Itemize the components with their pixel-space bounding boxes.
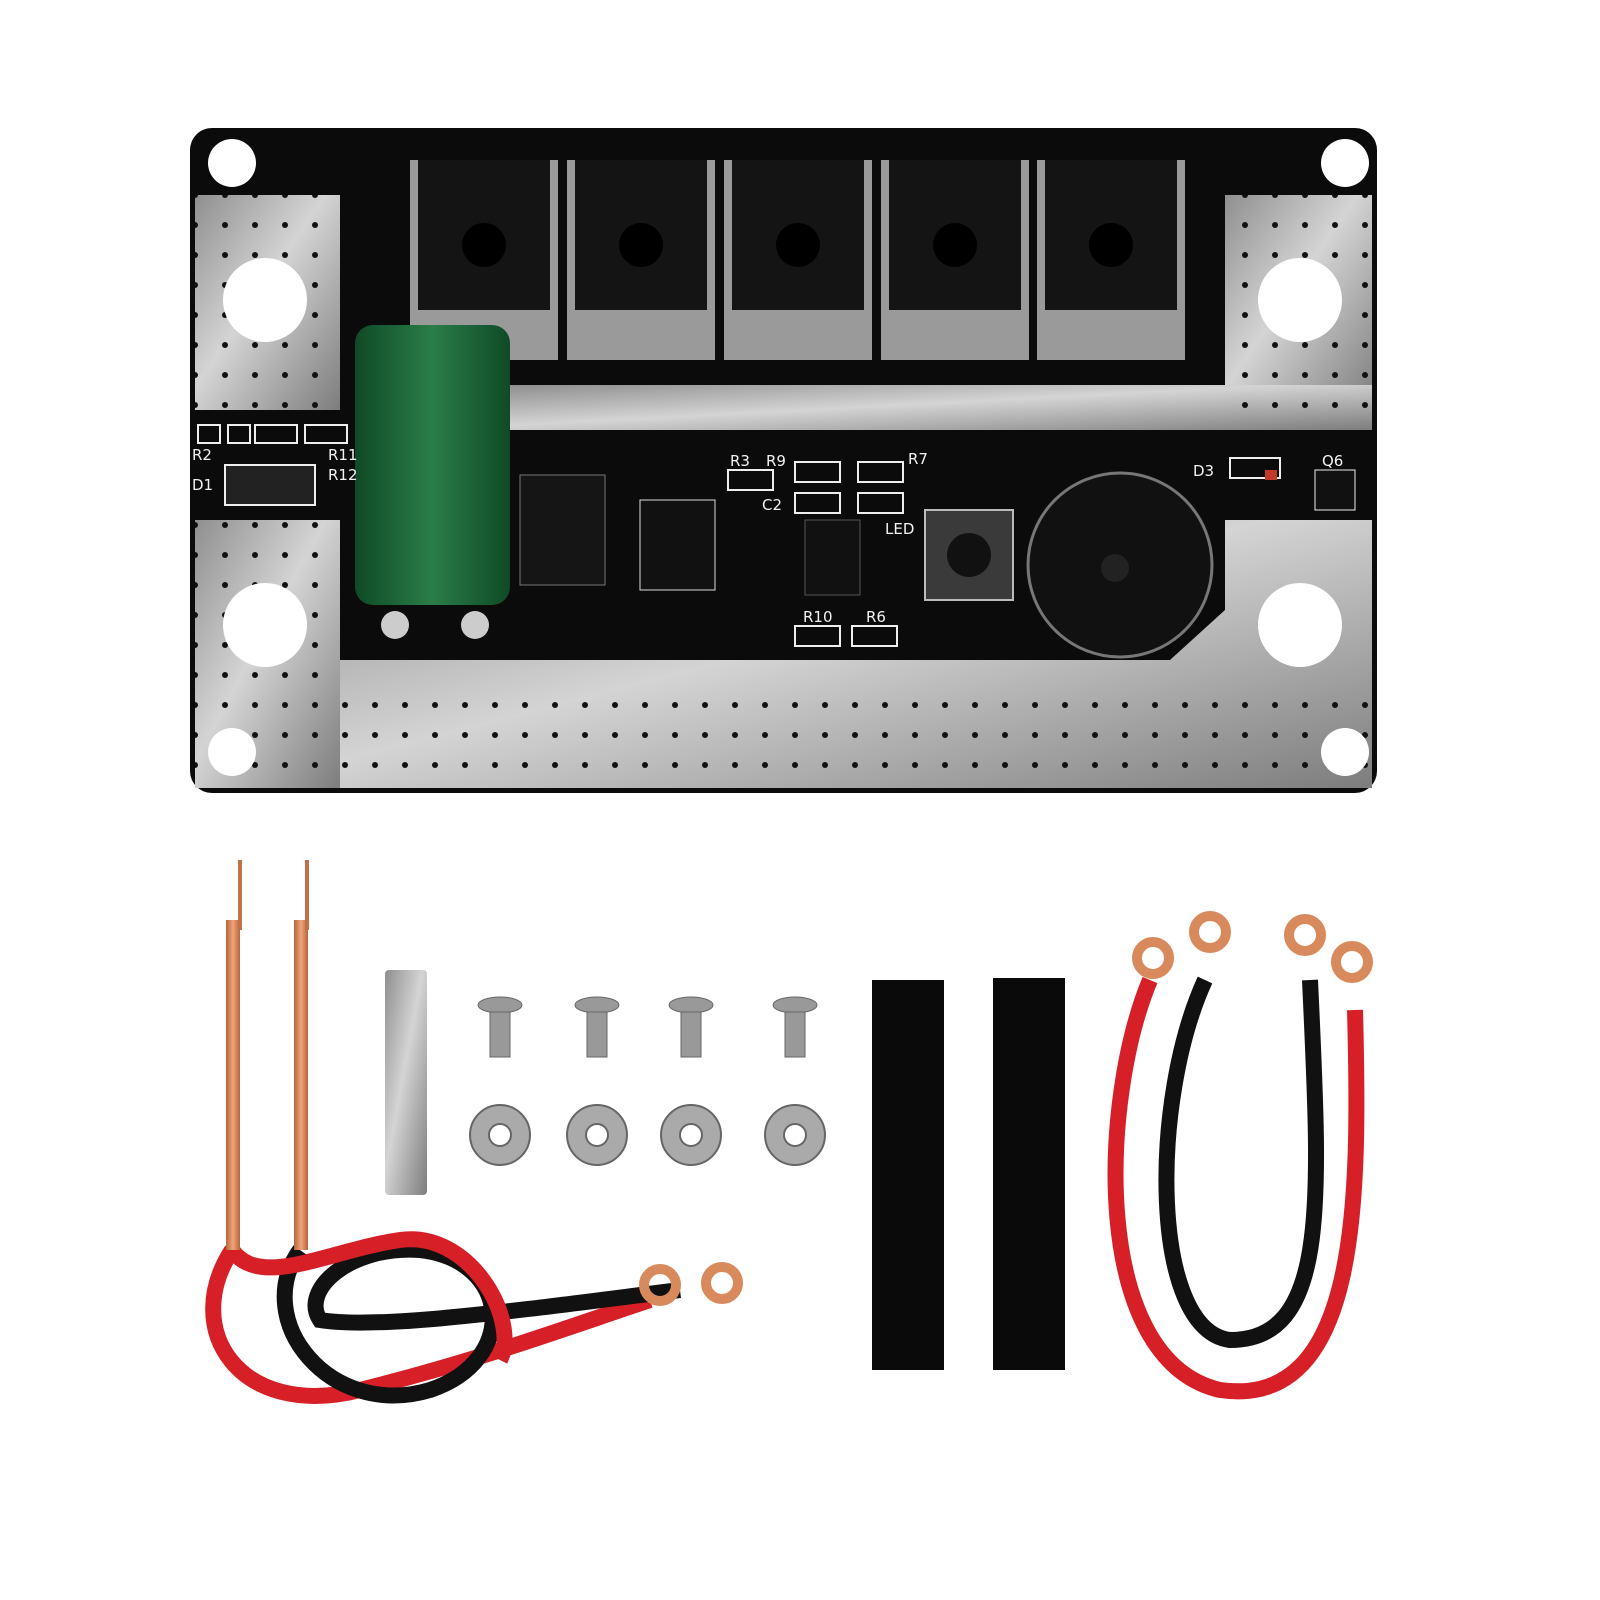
label-d1: D1 [192, 476, 213, 494]
diode-d1 [224, 464, 316, 506]
label-r7: R7 [908, 450, 928, 468]
nuts [469, 1104, 826, 1166]
d3-led [1265, 470, 1277, 480]
mosfet [567, 160, 715, 360]
q6-transistor [1314, 469, 1356, 511]
mosfet [410, 160, 558, 360]
mosfet [1037, 160, 1185, 360]
label-r6: R6 [866, 608, 886, 626]
voltage-regulator [519, 474, 606, 586]
label-r3: R3 [730, 452, 750, 470]
nickel-pads [195, 195, 1372, 788]
silkscreen: R2 D1 R11 R12 R3 R9 C2 R7 LED R10 R6 D3 … [192, 446, 1343, 626]
control-ic [804, 519, 861, 596]
label-led: LED [885, 520, 914, 538]
mounting-holes [208, 139, 1369, 776]
spot-welder-pcb: R2 D1 R11 R12 R3 R9 C2 R7 LED R10 R6 D3 … [190, 128, 1377, 793]
label-d3: D3 [1193, 462, 1214, 480]
battery-cables [1107, 911, 1373, 1400]
optocoupler [639, 499, 716, 591]
label-c2: C2 [762, 496, 782, 514]
capacitor [355, 325, 510, 639]
mosfet-row [410, 160, 1185, 360]
label-r9: R9 [766, 452, 786, 470]
label-r11: R11 [328, 446, 358, 464]
label-r2: R2 [192, 446, 212, 464]
label-r10: R10 [803, 608, 833, 626]
label-q6: Q6 [1322, 452, 1343, 470]
buzzer [1026, 471, 1214, 659]
smd-resistors [197, 424, 1281, 647]
mosfet [724, 160, 872, 360]
heat-shrink-tubes [872, 978, 1065, 1370]
screws [477, 996, 818, 1058]
nickel-strip [385, 970, 427, 1195]
trigger-button [924, 509, 1014, 601]
welding-pens [205, 860, 743, 1404]
label-r12: R12 [328, 466, 358, 484]
mosfet [881, 160, 1029, 360]
